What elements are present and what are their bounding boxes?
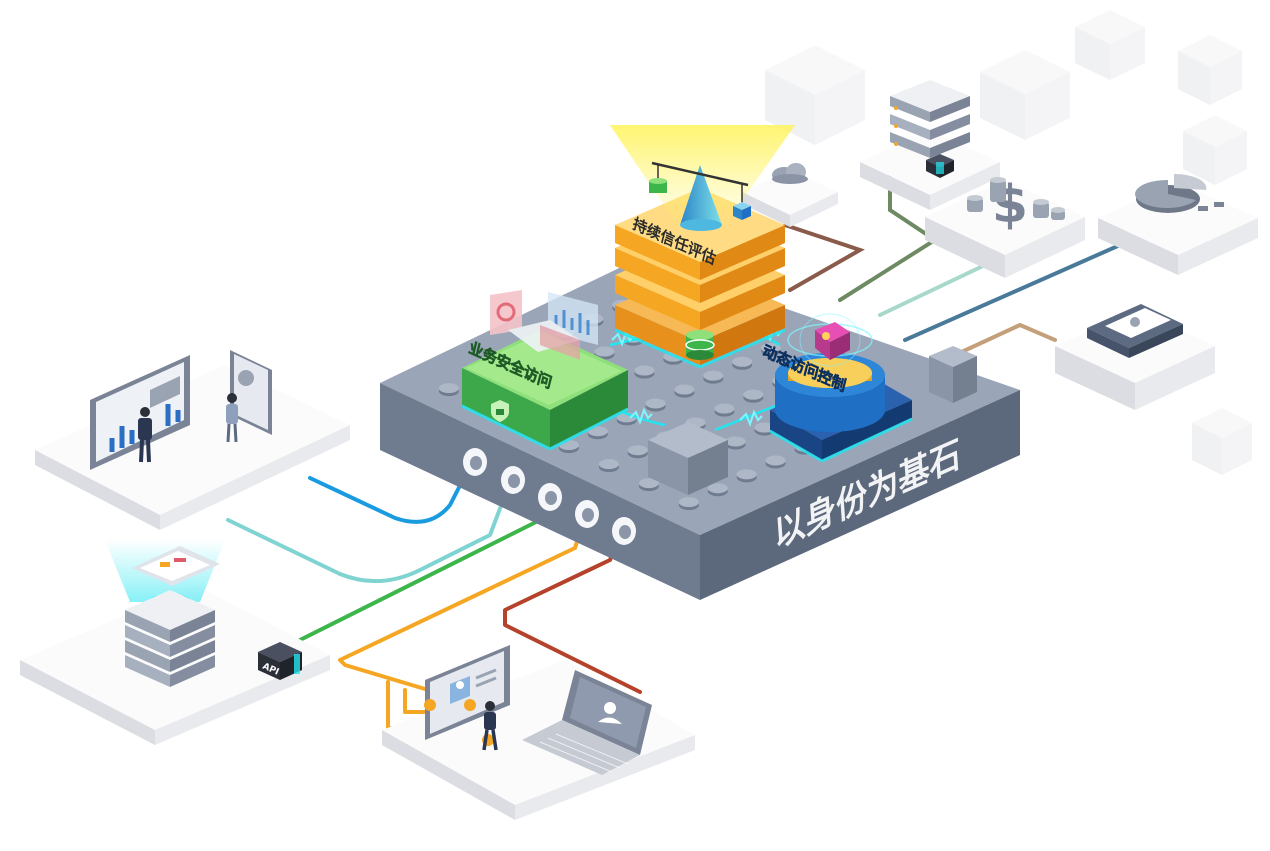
pie-chart-icon xyxy=(1135,173,1224,213)
platform-stud xyxy=(703,370,724,381)
cloud-tile xyxy=(742,163,838,227)
connector-box xyxy=(926,154,954,178)
person-figure-icon xyxy=(226,393,238,443)
database-icon xyxy=(685,330,715,360)
dashboard-tile xyxy=(35,350,350,530)
monitor-profile-icon xyxy=(424,645,510,746)
platform-stud xyxy=(594,346,615,357)
floating-card xyxy=(132,546,220,586)
workstation-tile xyxy=(382,645,695,820)
laptop-user-icon xyxy=(522,670,652,775)
api-connector: API xyxy=(258,642,302,680)
platform-stud xyxy=(754,422,775,433)
trust-eval-module: 持续信任评估 xyxy=(610,125,795,365)
screen-panels xyxy=(490,290,598,360)
platform-stud xyxy=(598,459,619,470)
cable-port-hole xyxy=(508,474,520,488)
envelope-icon xyxy=(1087,304,1183,358)
dollar-coins-icon: $ xyxy=(967,175,1065,235)
platform-stud xyxy=(765,455,786,466)
platform-stud xyxy=(678,497,699,508)
background-cubes xyxy=(765,10,1252,475)
module-glow-edges xyxy=(461,328,913,463)
server-tile xyxy=(860,80,1000,210)
platform-stud xyxy=(638,478,659,489)
dynamic-control-module: 动态访问控制 xyxy=(761,313,912,460)
platform-stud xyxy=(732,356,753,367)
server-rack-icon xyxy=(890,80,970,158)
pie-tile xyxy=(1098,173,1258,275)
cable-port-hole xyxy=(619,525,631,539)
orbit-icon xyxy=(787,313,873,367)
cloud-icon xyxy=(772,163,808,184)
platform-stud xyxy=(714,403,735,414)
platform-blocks xyxy=(648,346,977,495)
cable-ports xyxy=(463,448,636,545)
shield-lock-icon xyxy=(491,400,509,422)
person-figure-icon xyxy=(482,701,498,751)
cable-port-hole xyxy=(470,456,482,470)
envelope-tile xyxy=(1055,304,1215,410)
platform-stud xyxy=(736,469,757,480)
platform-stud xyxy=(674,384,695,395)
balance-scale-icon xyxy=(649,161,751,220)
platform-stud xyxy=(725,436,746,447)
dollar-tile: $ xyxy=(925,175,1085,278)
tablet-icon xyxy=(230,350,272,435)
platform-stud xyxy=(743,389,764,400)
api-server-tile: API xyxy=(20,540,330,745)
platform-stud xyxy=(627,445,648,456)
platform-stud xyxy=(634,365,655,376)
person-figure-icon xyxy=(138,407,152,463)
server-rack-icon xyxy=(125,590,215,687)
platform-stud xyxy=(707,483,728,494)
right-tiles: $ xyxy=(742,80,1258,410)
cable-port-hole xyxy=(582,508,594,522)
platform-stud xyxy=(645,398,666,409)
secure-access-module: 业务安全访问 xyxy=(462,290,628,448)
platform-stud xyxy=(438,383,459,394)
cable-port-hole xyxy=(545,491,557,505)
platform-right-face xyxy=(700,390,1020,600)
platform-stud xyxy=(761,342,782,353)
